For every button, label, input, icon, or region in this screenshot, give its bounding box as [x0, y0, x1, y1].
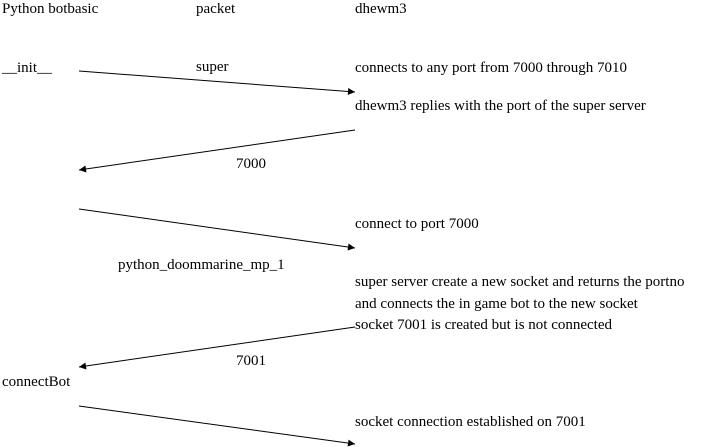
arrow-connection [78, 405, 356, 447]
server-note-new-socket: super server create a new socket and ret… [355, 274, 685, 290]
arrow-python-doommarine [78, 208, 356, 251]
server-note-socket-created: socket 7001 is created but is not connec… [355, 317, 613, 333]
column-header-client: Python botbasic [2, 1, 99, 17]
server-note-replies-port: dhewm3 replies with the port of the supe… [355, 98, 646, 114]
server-note-connect-7000: connect to port 7000 [355, 216, 479, 232]
arrow-7000 [78, 129, 356, 173]
client-step-connect-bot: connectBot [2, 374, 71, 390]
column-header-server: dhewm3 [355, 1, 407, 17]
server-note-connection-established: socket connection established on 7001 [355, 414, 586, 430]
client-step-init: __init__ [2, 60, 53, 76]
message-label-7000: 7000 [236, 156, 266, 172]
message-label-python-doommarine: python_doommarine_mp_1 [118, 257, 285, 273]
arrow-super [78, 70, 356, 95]
column-header-packet: packet [196, 1, 236, 17]
message-label-7001: 7001 [236, 353, 266, 369]
server-note-connects-bot: and connects the in game bot to the new … [355, 296, 638, 312]
arrow-7001 [78, 326, 356, 370]
server-note-connect-any-port: connects to any port from 7000 through 7… [355, 60, 628, 76]
message-label-super: super [196, 59, 229, 75]
